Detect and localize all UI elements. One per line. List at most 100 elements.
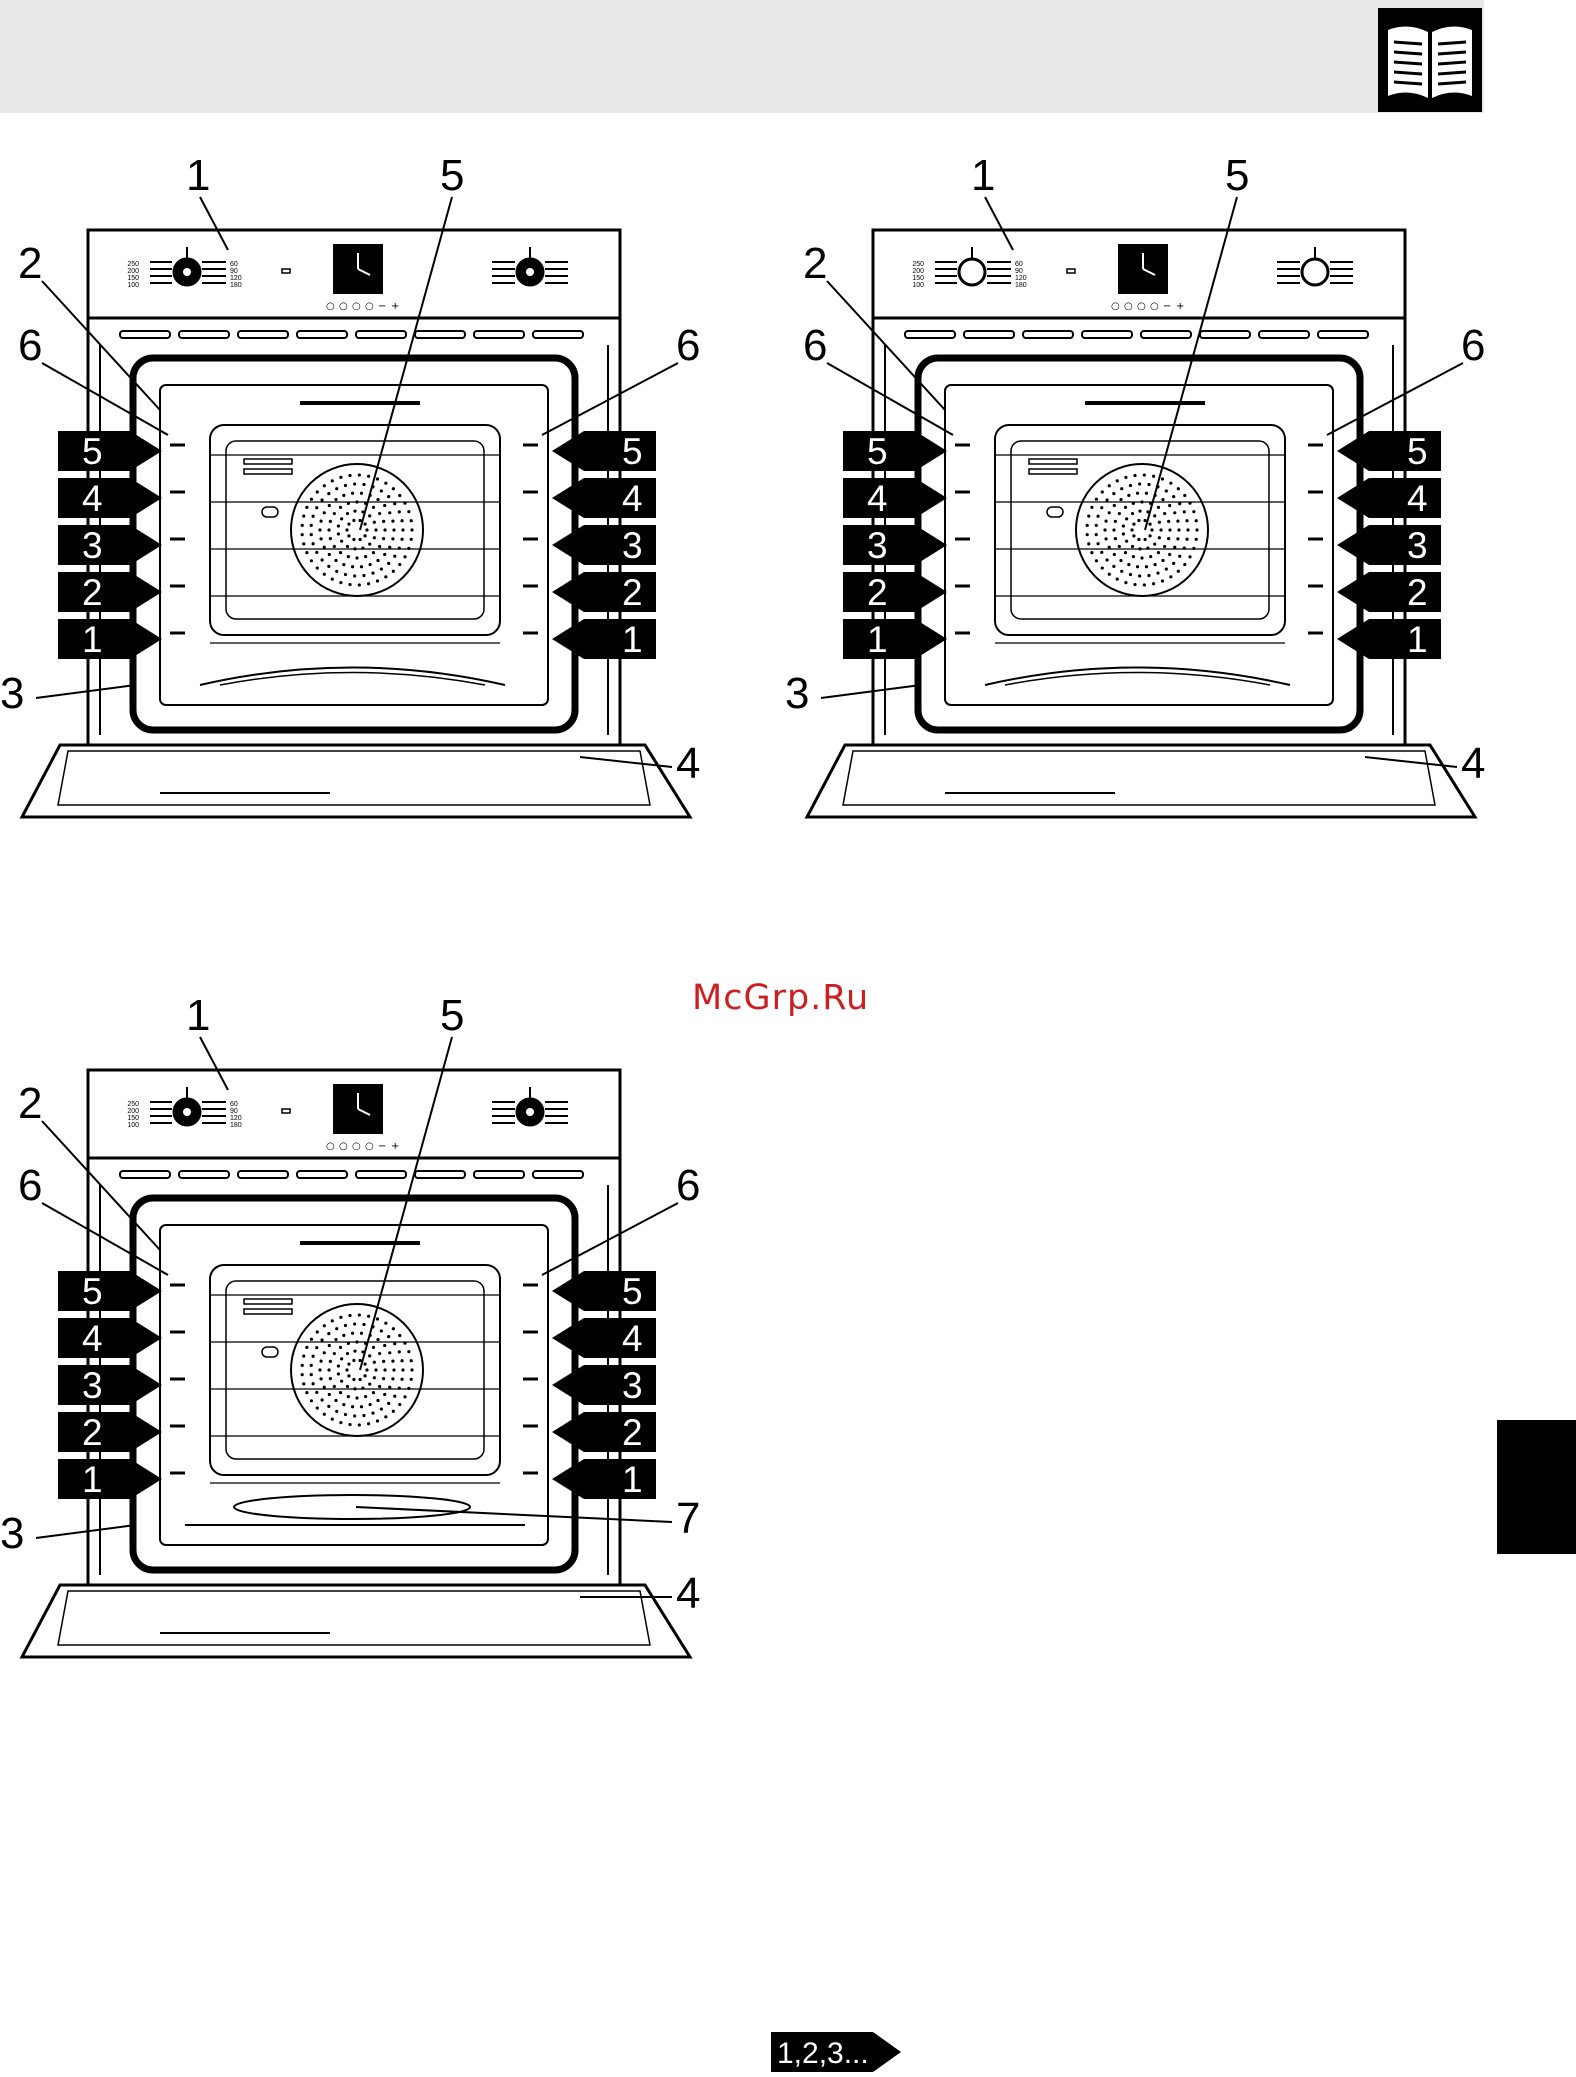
oven-body	[88, 1158, 620, 1585]
rack-level-number: 5	[82, 431, 103, 472]
fan-cover	[210, 425, 500, 635]
clock-button: ○	[339, 1141, 348, 1152]
callout-number: 1	[186, 991, 210, 1040]
callout-number: 6	[676, 1161, 700, 1210]
door-seal	[918, 358, 1360, 730]
callout-number: 3	[0, 669, 24, 718]
clock-button: +	[391, 1141, 399, 1152]
rack-level-marker-left	[58, 619, 162, 659]
fan-cover	[995, 425, 1285, 635]
watermark-text: McGrp.Ru	[692, 978, 869, 1018]
rack-level-number: 2	[82, 572, 103, 613]
scale-label: 60	[1015, 261, 1023, 268]
rack-level-marker-left	[843, 572, 947, 612]
scale-label: 100	[127, 282, 139, 289]
scale-label: 200	[127, 268, 139, 275]
callout-number: 1	[971, 151, 995, 200]
callout-number: 6	[18, 321, 42, 370]
rack-level-marker-left	[843, 431, 947, 471]
rack-level-number: 3	[622, 525, 643, 566]
rack-level-marker-left	[58, 1365, 162, 1405]
rack-level-marker-left	[58, 1318, 162, 1358]
rack-level-number: 3	[82, 1365, 103, 1406]
rack-level-marker-left	[843, 478, 947, 518]
callout-number: 1	[186, 151, 210, 200]
callout-number: 5	[1225, 151, 1249, 200]
rack-level-number: 4	[1407, 478, 1428, 519]
oven-body	[88, 318, 620, 745]
scale-label: 120	[1015, 275, 1027, 282]
open-book-icon	[1378, 8, 1482, 112]
rack-level-marker-left	[58, 478, 162, 518]
callout-number: 4	[676, 739, 700, 788]
oven-door	[22, 745, 690, 817]
rack-level-marker-left	[58, 431, 162, 471]
clock-button: ○	[326, 301, 335, 312]
scale-label: 120	[230, 1115, 242, 1122]
rack-level-number: 1	[622, 1459, 643, 1500]
oven-cavity	[160, 1225, 548, 1545]
callout-number: 3	[785, 669, 809, 718]
bottom-element	[985, 668, 1290, 686]
clock-button: ○	[1111, 301, 1120, 312]
scale-label: 90	[230, 1108, 238, 1115]
bottom-element	[200, 668, 505, 686]
rack-level-number: 5	[1407, 431, 1428, 472]
rack-level-marker-left	[58, 1271, 162, 1311]
rack-level-number: 2	[622, 1412, 643, 1453]
scale-label: 100	[127, 1122, 139, 1129]
scale-label: 200	[127, 1108, 139, 1115]
callout-number: 2	[803, 239, 827, 288]
scale-label: 250	[127, 1101, 139, 1108]
scale-label: 200	[912, 268, 924, 275]
scale-label: 180	[230, 1122, 242, 1129]
scale-label: 60	[230, 261, 238, 268]
rack-level-number: 1	[82, 1459, 103, 1500]
scale-label: 120	[230, 275, 242, 282]
rack-level-number: 1	[622, 619, 643, 660]
oven-figure-c: 2502001501006090120180○○○○−+554433221115…	[0, 985, 700, 1680]
rack-level-number: 5	[622, 1271, 643, 1312]
clock-button: −	[378, 1141, 386, 1152]
door-seal	[133, 358, 575, 730]
rack-level-number: 1	[867, 619, 888, 660]
callout-number: 5	[440, 151, 464, 200]
footer-step-arrow: 1,2,3...	[771, 2032, 901, 2077]
scale-label: 150	[127, 275, 139, 282]
rack-level-number: 4	[867, 478, 888, 519]
rack-level-number: 3	[1407, 525, 1428, 566]
scale-label: 150	[127, 1115, 139, 1122]
rack-level-number: 3	[867, 525, 888, 566]
rack-level-number: 3	[622, 1365, 643, 1406]
rack-level-marker-left	[58, 525, 162, 565]
clock-button: −	[378, 301, 386, 312]
callout-number: 6	[676, 321, 700, 370]
clock-button: ○	[365, 1141, 374, 1152]
callout-number: 6	[1461, 321, 1485, 370]
clock-button: ○	[365, 301, 374, 312]
section-side-tab	[1497, 1420, 1576, 1554]
scale-label: 100	[912, 282, 924, 289]
rack-level-number: 4	[82, 1318, 103, 1359]
callout-number: 2	[18, 1079, 42, 1128]
scale-label: 250	[127, 261, 139, 268]
rack-level-number: 1	[1407, 619, 1428, 660]
scale-label: 90	[230, 268, 238, 275]
rack-level-number: 5	[82, 1271, 103, 1312]
rack-level-marker-left	[58, 1459, 162, 1499]
page-header-bar	[0, 0, 1484, 113]
scale-label: 180	[230, 282, 242, 289]
callout-number: 2	[18, 239, 42, 288]
rack-level-number: 3	[82, 525, 103, 566]
rack-level-number: 2	[1407, 572, 1428, 613]
clock-button: −	[1163, 301, 1171, 312]
callout-number: 4	[676, 1569, 700, 1618]
rack-level-number: 4	[82, 478, 103, 519]
clock-button: ○	[326, 1141, 335, 1152]
oven-door	[22, 1585, 690, 1657]
rack-level-number: 2	[867, 572, 888, 613]
